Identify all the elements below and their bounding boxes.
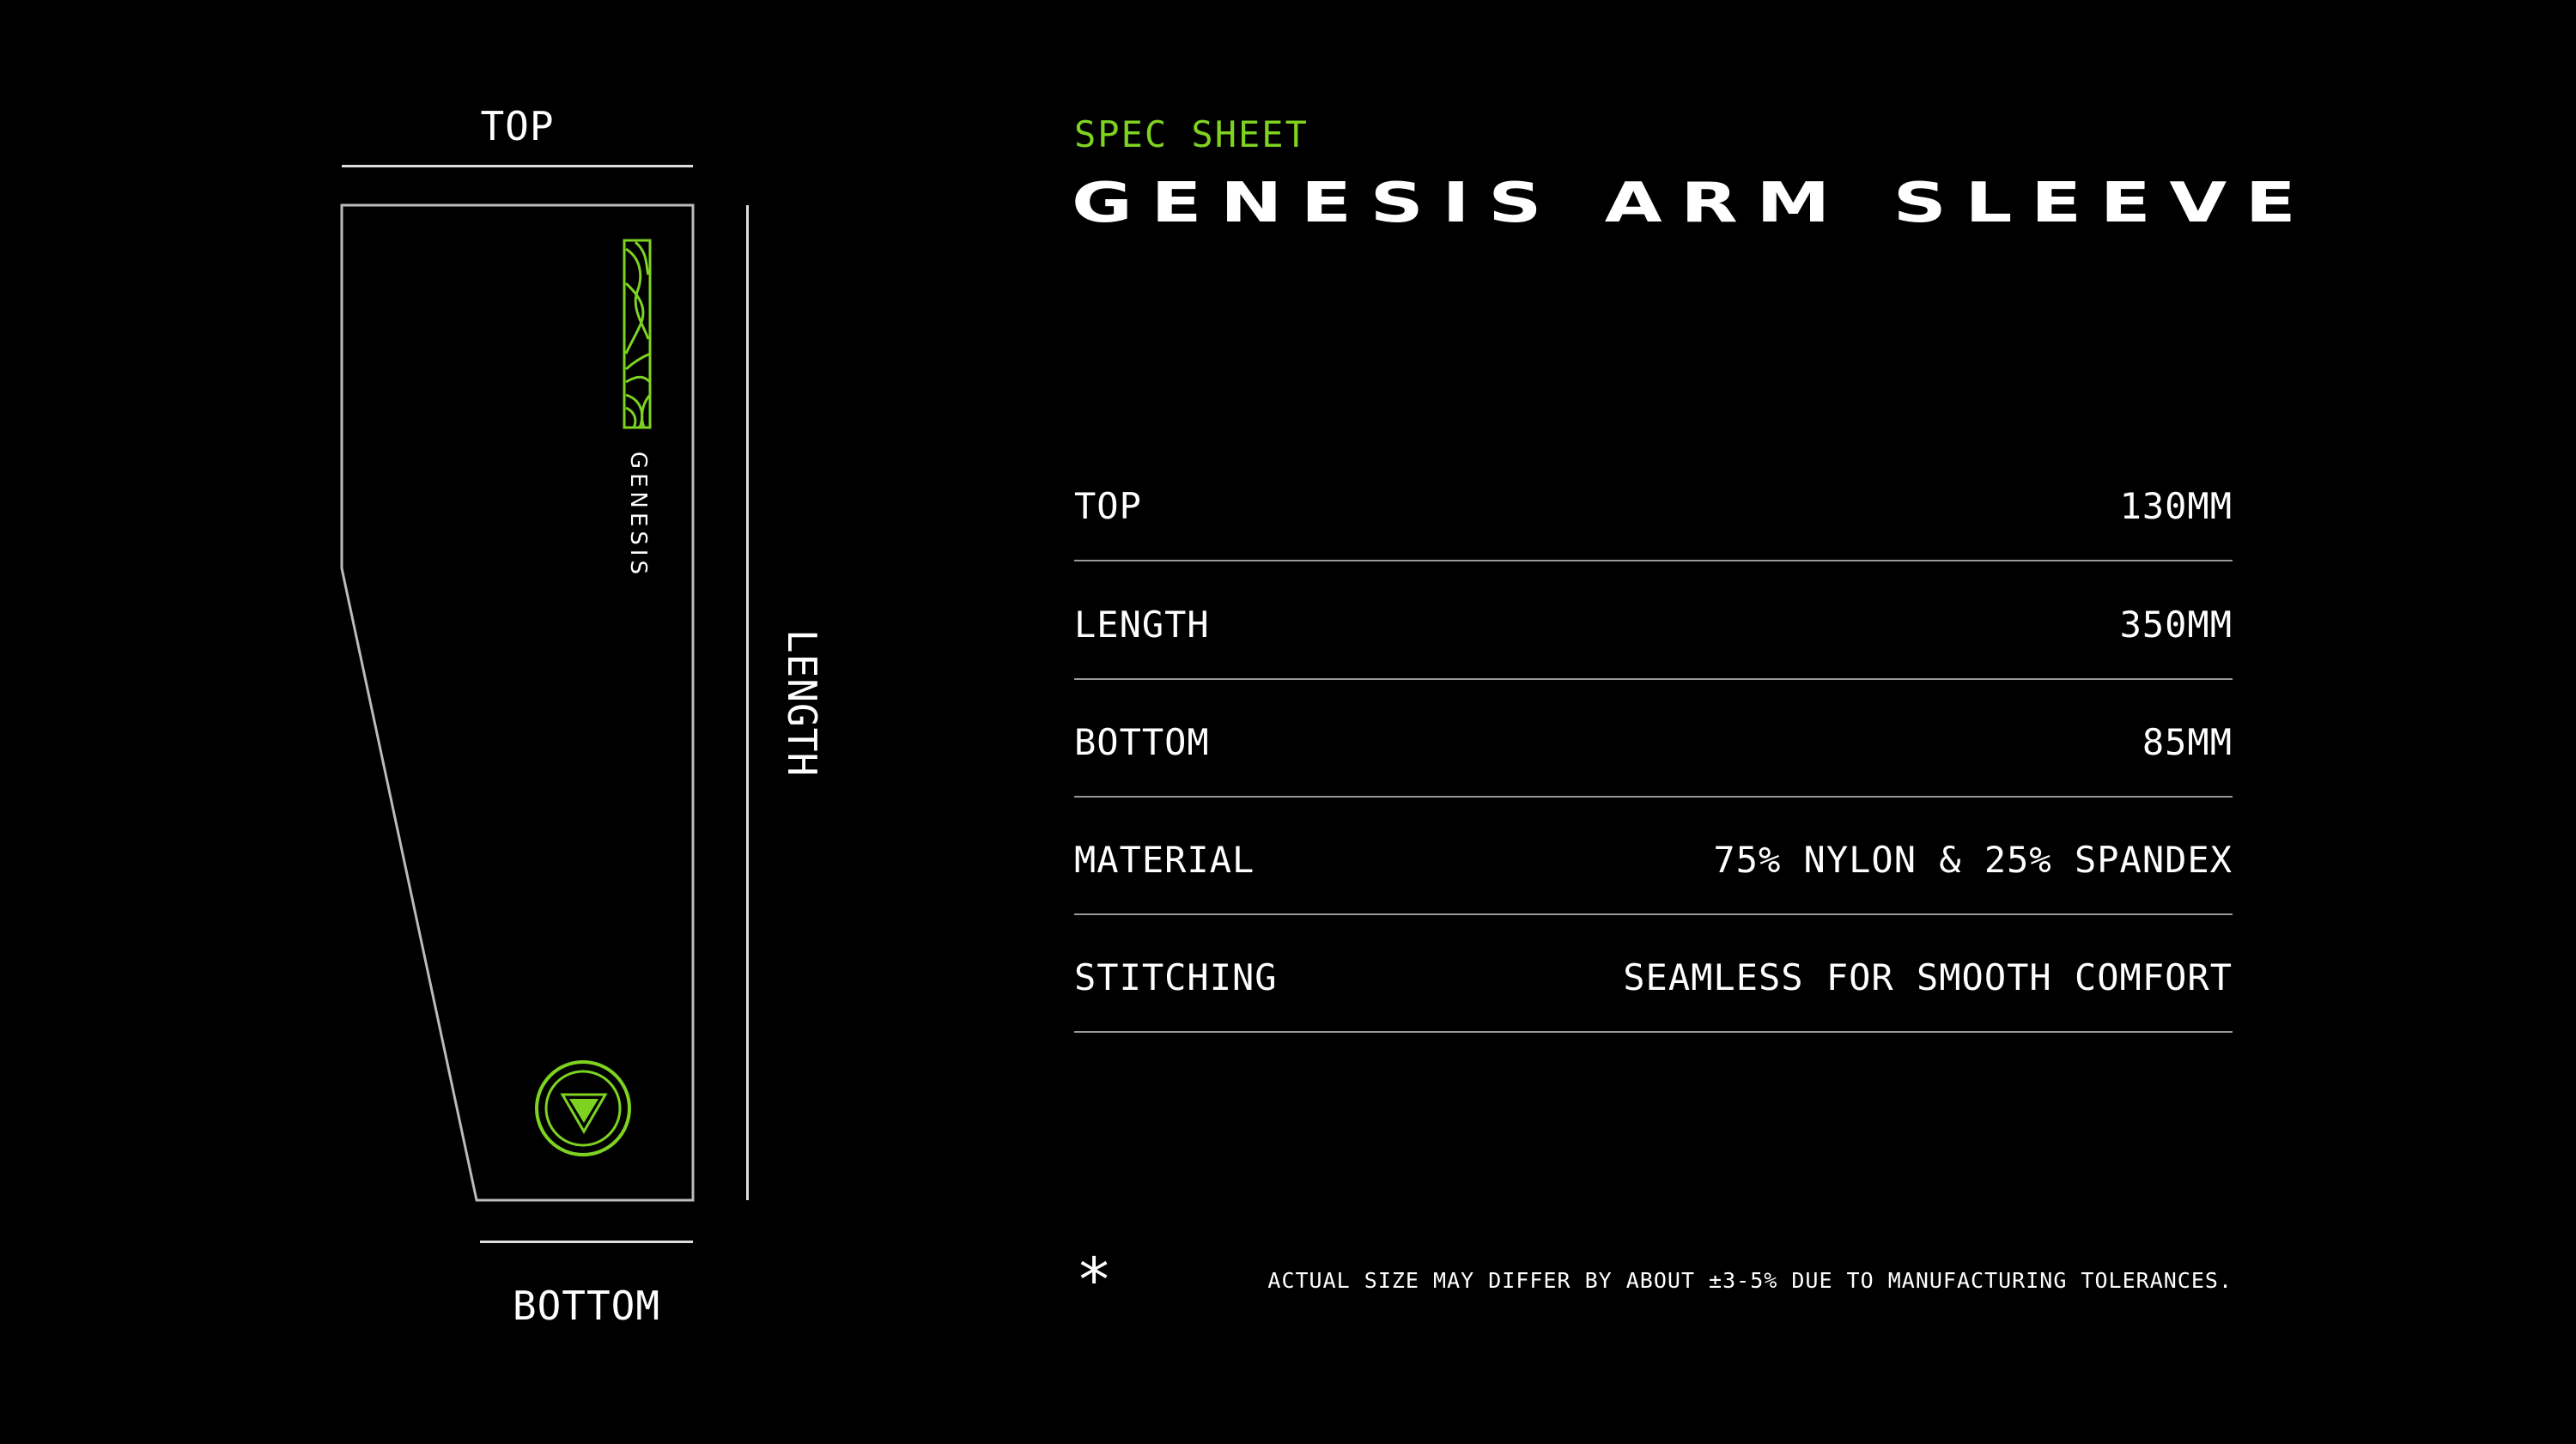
bottom-dimension-line bbox=[480, 1241, 693, 1243]
asterisk-icon: * bbox=[1076, 1245, 1113, 1315]
topographic-pattern-icon bbox=[623, 239, 652, 429]
spec-label: TOP bbox=[1074, 485, 1142, 527]
spec-value: 130MM bbox=[2119, 485, 2233, 527]
spec-row-material: MATERIAL 75% NYLON & 25% SPANDEX bbox=[1074, 796, 2233, 915]
length-dimension-label: LENGTH bbox=[779, 628, 825, 778]
brand-logo-icon bbox=[535, 1060, 631, 1156]
spec-row-stitching: STITCHING SEAMLESS FOR SMOOTH COMFORT bbox=[1074, 913, 2233, 1033]
sleeve-brand-text: GENESIS bbox=[625, 451, 651, 579]
spec-value: SEAMLESS FOR SMOOTH COMFORT bbox=[1623, 956, 2233, 998]
sleeve-outline bbox=[340, 203, 695, 1202]
footnote-text: ACTUAL SIZE MAY DIFFER BY ABOUT ±3-5% DU… bbox=[1267, 1268, 2233, 1293]
spec-label: LENGTH bbox=[1074, 604, 1210, 646]
spec-value: 75% NYLON & 25% SPANDEX bbox=[1713, 839, 2233, 881]
spec-value: 350MM bbox=[2119, 604, 2233, 646]
spec-value: 85MM bbox=[2142, 721, 2233, 763]
spec-row-length: LENGTH 350MM bbox=[1074, 561, 2233, 680]
top-dimension-line bbox=[342, 165, 693, 167]
spec-label: BOTTOM bbox=[1074, 721, 1210, 763]
page-title: GENESIS ARM SLEEVE bbox=[1072, 172, 2315, 235]
top-dimension-label: TOP bbox=[480, 103, 555, 149]
bottom-dimension-label: BOTTOM bbox=[512, 1283, 661, 1329]
spec-row-top: TOP 130MM bbox=[1074, 442, 2233, 561]
length-dimension-line bbox=[746, 205, 749, 1200]
spec-row-bottom: BOTTOM 85MM bbox=[1074, 678, 2233, 798]
spec-label: MATERIAL bbox=[1074, 839, 1255, 881]
spec-sheet-eyebrow: SPEC SHEET bbox=[1074, 113, 1309, 155]
spec-label: STITCHING bbox=[1074, 956, 1278, 998]
